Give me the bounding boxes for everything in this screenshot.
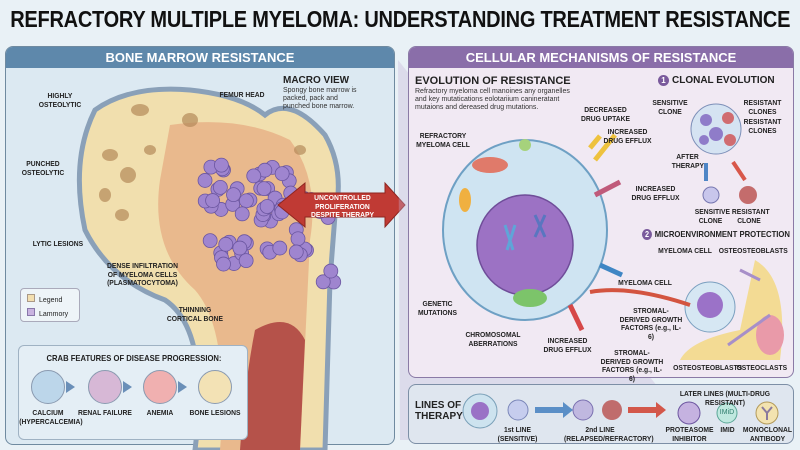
label-first-line: 1st LINE (SENSITIVE) <box>497 425 538 443</box>
label-refractory-cell: REFRACTORY MYELOMA CELL <box>416 131 470 149</box>
label-imid: IMID <box>720 425 735 434</box>
crab-title: CRAB FEATURES OF DISEASE PROGRESSION: <box>46 353 222 363</box>
macro-view-title: MACRO VIEW <box>283 75 350 86</box>
myeloma-cell <box>216 256 231 272</box>
label-genetic-mutations: GENETIC MUTATIONS <box>417 299 458 317</box>
evolution-desc: Refractory myeloma cell manoines any org… <box>415 88 570 111</box>
label-myeloma-cell-1: MYELOMA CELL <box>658 246 712 255</box>
myeloma-cell <box>218 236 234 252</box>
myeloma-cell <box>246 168 262 184</box>
label-sensitive-clone: SENSITIVE CLONE <box>652 98 688 116</box>
label-femur-head: FEMUR HEAD <box>219 90 265 99</box>
myeloma-cell <box>288 244 304 260</box>
myeloma-cell <box>272 240 288 256</box>
label-resistant-clones-1: RESISTANT CLONES <box>743 98 782 116</box>
label-monoclonal-antibody: MONOCLONAL ANTIBODY <box>742 425 793 443</box>
crab-label: ANEMIA <box>146 408 174 417</box>
label-stromal-1: STROMAL-DERIVED GROWTH FACTORS (e.g., IL… <box>619 306 683 341</box>
myeloma-cell <box>197 173 213 188</box>
step-number: 1 <box>658 75 669 86</box>
proliferation-arrow-label: UNCONTROLLED PROLIFERATION DESPITE THERA… <box>310 193 374 219</box>
label-osteoblasts-2: OSTEOSTEOBLASTS <box>673 363 743 372</box>
micro-title-text: MICROENVIRONMENT PROTECTION <box>654 229 790 239</box>
myeloma-cell <box>259 199 275 214</box>
label-dense-infiltration: DENSE INFILTRATION OF MYELOMA CELLS (PLA… <box>106 261 178 287</box>
bone-marrow-header: BONE MARROW RESISTANCE <box>6 47 394 68</box>
myeloma-cell <box>274 166 290 182</box>
crab-label: BONE LESIONS <box>189 408 241 417</box>
label-increased-efflux-3: INCREASED DRUG EFFLUX <box>543 336 592 354</box>
crab-icon-1 <box>88 370 122 404</box>
label-resistant-out: RESISTANT CLONE <box>731 207 770 225</box>
evolution-title: EVOLUTION OF RESISTANCE <box>415 75 571 87</box>
legend-swatch-marrow <box>27 308 35 316</box>
page-title: REFRACTORY MULTIPLE MYELOMA: UNDERSTANDI… <box>10 6 791 32</box>
label-osteoclasts: OSTEOCLASTS <box>736 363 788 372</box>
label-increased-efflux-2: INCREASED DRUG EFFLUX <box>631 184 680 202</box>
legend-label: Legend <box>39 297 63 304</box>
crab-label: CALCIUM (HYPERCALCEMIA) <box>19 408 83 426</box>
label-thinning-cortical: THINNING CORTICAL BONE <box>166 305 224 323</box>
myeloma-cell <box>205 193 221 208</box>
myeloma-cell <box>226 187 241 203</box>
label-later-lines: LATER LINES (MULTI-DRUG RESISTANT) <box>679 389 771 407</box>
label-second-line: 2nd LINE (RELAPSED/REFRACTORY) <box>564 425 654 443</box>
myeloma-cell <box>234 206 250 222</box>
myeloma-cell <box>214 157 229 173</box>
arrow-right-icon <box>123 381 132 393</box>
label-after-therapy: AFTER THERAPY <box>671 152 705 170</box>
arrow-right-icon <box>178 381 187 393</box>
label-resistant-clones-2: RESISTANT CLONES <box>743 117 782 135</box>
therapy-title: LINES OF THERAPY <box>415 400 463 422</box>
myeloma-cell <box>212 179 228 195</box>
crab-icon-3 <box>198 370 232 404</box>
label-punched-osteolytic: PUNCHED OSTEOLYTIC <box>21 159 65 177</box>
label-stromal-2: STROMAL-DERIVED GROWTH FACTORS (e.g., IL… <box>600 348 664 383</box>
label-lytic-lesions: LYTIC LESIONS <box>32 239 84 248</box>
label-chromosomal: CHROMOSOMAL ABERRATIONS <box>465 330 521 348</box>
label-osteoblasts-1: OSTEOSTEOBLASTS <box>718 246 788 255</box>
legend-box: Legend Lammory <box>20 288 80 322</box>
myeloma-cell <box>256 181 272 197</box>
cellular-header: CELLULAR MECHANISMS OF RESISTANCE <box>409 47 793 68</box>
label-sensitive-out: SENSITIVE CLONE <box>694 207 731 225</box>
clonal-title-text: CLONAL EVOLUTION <box>672 75 775 86</box>
myeloma-cell <box>323 263 339 279</box>
label-highly-osteolytic: HIGHLY OSTEOLYTIC <box>38 91 82 109</box>
macro-view-desc: Spongy bone marrow is packed, pack and p… <box>283 87 357 110</box>
label-myeloma-cell-2: MYELOMA CELL <box>618 278 672 287</box>
legend-label: Lammory <box>39 311 69 318</box>
crab-icon-0 <box>31 370 65 404</box>
crab-icon-2 <box>143 370 177 404</box>
arrow-right-icon <box>66 381 75 393</box>
myeloma-cell <box>232 240 248 256</box>
label-proteasome-inhibitor: PROTEASOME INHIBITOR <box>665 425 714 443</box>
myeloma-cell <box>315 274 331 290</box>
step-number: 2 <box>642 229 652 240</box>
legend-swatch-bone <box>27 294 35 302</box>
myeloma-cell <box>202 233 218 249</box>
myeloma-cell <box>238 253 254 269</box>
crab-label: RENAL FAILURE <box>78 408 132 417</box>
imid-icon-text: IMiD <box>719 409 735 416</box>
label-increased-efflux-1: INCREASED DRUG EFFLUX <box>603 127 652 145</box>
label-decreased-uptake: DECREASED DRUG UPTAKE <box>580 105 630 123</box>
